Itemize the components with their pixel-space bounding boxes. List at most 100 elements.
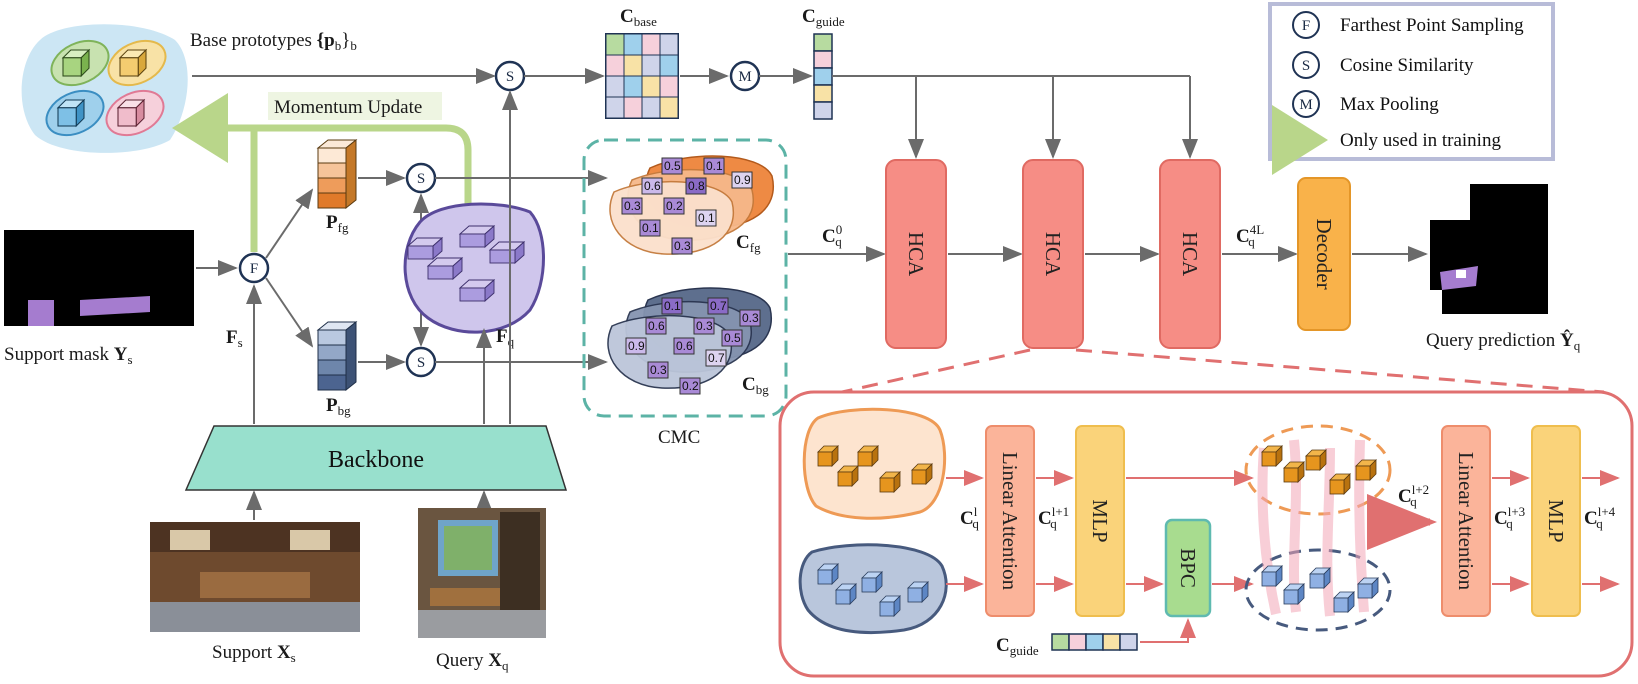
- svg-text:0.3: 0.3: [650, 363, 667, 377]
- svg-text:0.3: 0.3: [674, 239, 691, 253]
- svg-text:HCA: HCA: [904, 232, 928, 277]
- support-image: [150, 522, 360, 632]
- hca-block-3: HCA: [1159, 159, 1221, 349]
- svg-text:S: S: [417, 355, 425, 371]
- f-q-label: Fq: [496, 326, 515, 349]
- svg-text:M: M: [738, 69, 751, 85]
- momentum-update-path: Momentum Update: [172, 92, 472, 252]
- mlp-block-2: MLP: [1531, 425, 1581, 617]
- c-base-matrix: [605, 33, 679, 119]
- svg-text:0.1: 0.1: [706, 159, 723, 173]
- hca-detail-box: [778, 390, 1634, 678]
- c-guide-label: Cguide: [802, 6, 845, 29]
- svg-text:S: S: [506, 69, 514, 85]
- c-guide-vector: [813, 33, 833, 120]
- support-mask-image: [4, 222, 194, 334]
- c-fg-label: Cfg: [736, 232, 761, 255]
- cosine-similarity-node-fg: S: [405, 162, 437, 194]
- legend-item-cosine: S Cosine Similarity: [1292, 51, 1474, 79]
- svg-text:0.2: 0.2: [666, 199, 683, 213]
- svg-text:HCA: HCA: [1041, 232, 1065, 277]
- svg-text:MLP: MLP: [1544, 499, 1568, 542]
- base-prototypes-label: Base prototypes {pb}b: [190, 30, 357, 53]
- linear-attention-block-1: Linear Attention: [985, 425, 1035, 617]
- legend-item-training: Only used in training: [1272, 105, 1501, 175]
- svg-text:HCA: HCA: [1178, 232, 1202, 277]
- svg-text:0.1: 0.1: [664, 299, 681, 313]
- svg-text:BPC: BPC: [1176, 548, 1200, 588]
- cosine-similarity-node-top: S: [494, 60, 526, 92]
- svg-text:0.5: 0.5: [664, 159, 681, 173]
- svg-text:Backbone: Backbone: [328, 447, 424, 473]
- svg-text:0.7: 0.7: [710, 299, 727, 313]
- svg-text:0.1: 0.1: [698, 211, 715, 225]
- cosine-similarity-node-bg: S: [405, 346, 437, 378]
- hca-block-2: HCA: [1022, 159, 1084, 349]
- svg-text:F: F: [1302, 18, 1310, 34]
- svg-text:0.9: 0.9: [734, 173, 751, 187]
- svg-text:Linear Attention: Linear Attention: [1454, 452, 1478, 591]
- svg-text:S: S: [1302, 58, 1310, 74]
- support-mask-label: Support mask Ys: [4, 344, 133, 367]
- svg-text:0.1: 0.1: [642, 221, 659, 235]
- svg-text:0.6: 0.6: [648, 319, 665, 333]
- svg-text:0.6: 0.6: [676, 339, 693, 353]
- c-guide-bottom-vector: [1051, 633, 1138, 651]
- svg-text:Only used in training: Only used in training: [1340, 130, 1501, 151]
- svg-text:Farthest Point Sampling: Farthest Point Sampling: [1340, 15, 1524, 36]
- farthest-point-sampling-node: F: [238, 252, 270, 284]
- f-q-feature-blob: [403, 202, 545, 334]
- p-fg-stack: [316, 138, 358, 210]
- p-bg-label: Pbg: [326, 395, 351, 418]
- hca-block-1: HCA: [885, 159, 947, 349]
- svg-text:MLP: MLP: [1088, 499, 1112, 542]
- base-prototypes-blob: [21, 24, 188, 153]
- svg-text:S: S: [417, 171, 425, 187]
- legend: F Farthest Point Sampling S Cosine Simil…: [1268, 2, 1555, 175]
- legend-item-maxpool: M Max Pooling: [1292, 90, 1439, 118]
- query-label: Query Xq: [436, 650, 509, 673]
- c-base-label: Cbase: [620, 6, 657, 29]
- momentum-update-label: Momentum Update: [274, 97, 422, 118]
- svg-text:0.9: 0.9: [628, 339, 645, 353]
- svg-text:Linear Attention: Linear Attention: [998, 452, 1022, 591]
- cmc-box: CMC: [582, 138, 788, 448]
- c-bg-values: 0.1 0.7 0.3 0.6 0.3 0.5 0.9 0.6 0.7 0.3 …: [625, 297, 761, 395]
- svg-text:0.2: 0.2: [682, 379, 699, 393]
- decoder-block: Decoder: [1297, 177, 1351, 331]
- support-label: Support Xs: [212, 642, 296, 665]
- svg-text:M: M: [1299, 97, 1312, 113]
- f-s-label: Fs: [226, 327, 243, 350]
- svg-text:0.5: 0.5: [724, 331, 741, 345]
- svg-text:0.3: 0.3: [696, 319, 713, 333]
- bpc-block: BPC: [1164, 518, 1212, 618]
- backbone-block: Backbone: [184, 425, 568, 491]
- svg-text:0.7: 0.7: [708, 351, 725, 365]
- svg-text:Cosine Similarity: Cosine Similarity: [1340, 55, 1474, 76]
- bg-token-blob: [798, 543, 948, 635]
- p-bg-stack: [316, 320, 358, 392]
- c-bg-label: Cbg: [742, 374, 769, 397]
- mlp-block-1: MLP: [1075, 425, 1125, 617]
- query-prediction-image: [1430, 184, 1548, 314]
- max-pooling-node: M: [729, 60, 761, 92]
- c-guide-bottom-label: Cguide: [996, 635, 1039, 658]
- linear-attention-block-2: Linear Attention: [1441, 425, 1491, 617]
- svg-text:Decoder: Decoder: [1312, 218, 1336, 289]
- svg-text:0.3: 0.3: [624, 199, 641, 213]
- svg-text:0.3: 0.3: [742, 311, 759, 325]
- c-fg-values: 0.5 0.1 0.6 0.8 0.9 0.3 0.2 0.1 0.1 0.3: [621, 157, 753, 255]
- query-image: [418, 508, 546, 638]
- token-interaction-cluster: [1244, 424, 1392, 632]
- svg-text:0.8: 0.8: [688, 179, 705, 193]
- svg-text:0.6: 0.6: [644, 179, 661, 193]
- svg-text:Max Pooling: Max Pooling: [1340, 94, 1439, 115]
